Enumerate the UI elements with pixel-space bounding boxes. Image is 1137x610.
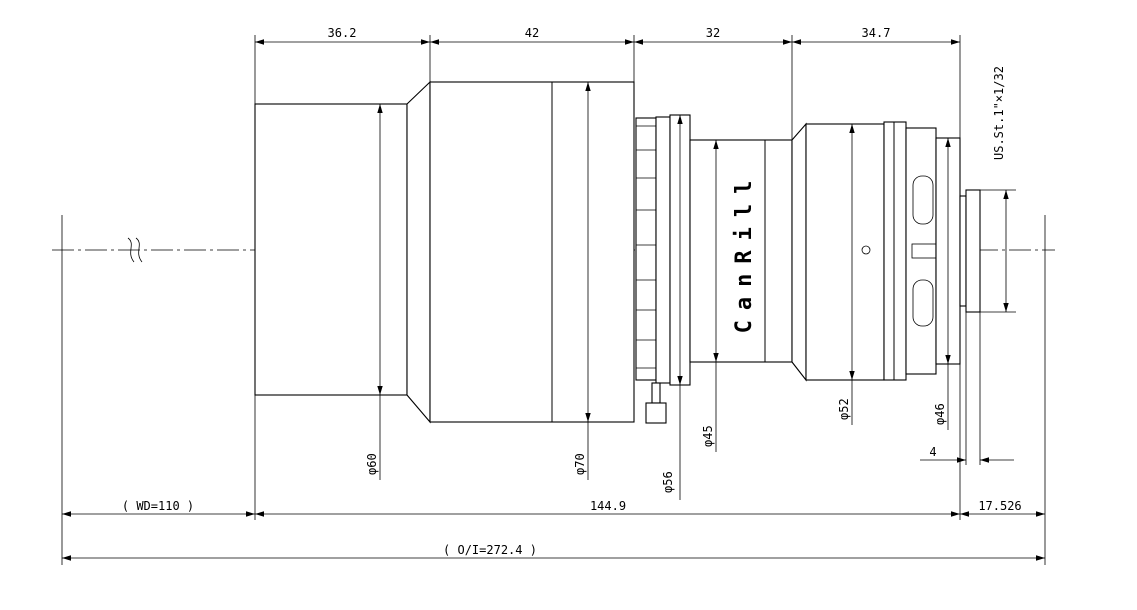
dim-phi-46: φ46 bbox=[933, 403, 947, 425]
dim-back-focus: 17.526 bbox=[978, 499, 1021, 513]
dim-phi-70: φ70 bbox=[573, 453, 587, 475]
dim-top-32: 32 bbox=[706, 26, 720, 40]
dim-flange-4: 4 bbox=[929, 445, 936, 459]
bottom-dimension-lines bbox=[61, 215, 1046, 565]
diameter-lines bbox=[377, 82, 1016, 500]
dim-top-34-7: 34.7 bbox=[862, 26, 891, 40]
dim-body-length: 144.9 bbox=[590, 499, 626, 513]
mount-spec: US.St.1"×1/32 bbox=[992, 66, 1006, 160]
dim-phi-45: φ45 bbox=[701, 425, 715, 447]
dim-phi-60: φ60 bbox=[365, 453, 379, 475]
lens-body bbox=[254, 80, 981, 424]
dim-phi-56: φ56 bbox=[661, 471, 675, 493]
dim-top-36-2: 36.2 bbox=[328, 26, 357, 40]
dim-wd: ( WD=110 ) bbox=[122, 499, 194, 513]
flange-dimension bbox=[920, 312, 1014, 465]
dim-top-42: 42 bbox=[525, 26, 539, 40]
axis-break-symbol bbox=[127, 237, 143, 263]
top-dimension-lines bbox=[254, 35, 961, 140]
brand-logo: CanRill bbox=[732, 171, 757, 334]
dim-oi: ( O/I=272.4 ) bbox=[443, 543, 537, 557]
dim-phi-52: φ52 bbox=[837, 398, 851, 420]
